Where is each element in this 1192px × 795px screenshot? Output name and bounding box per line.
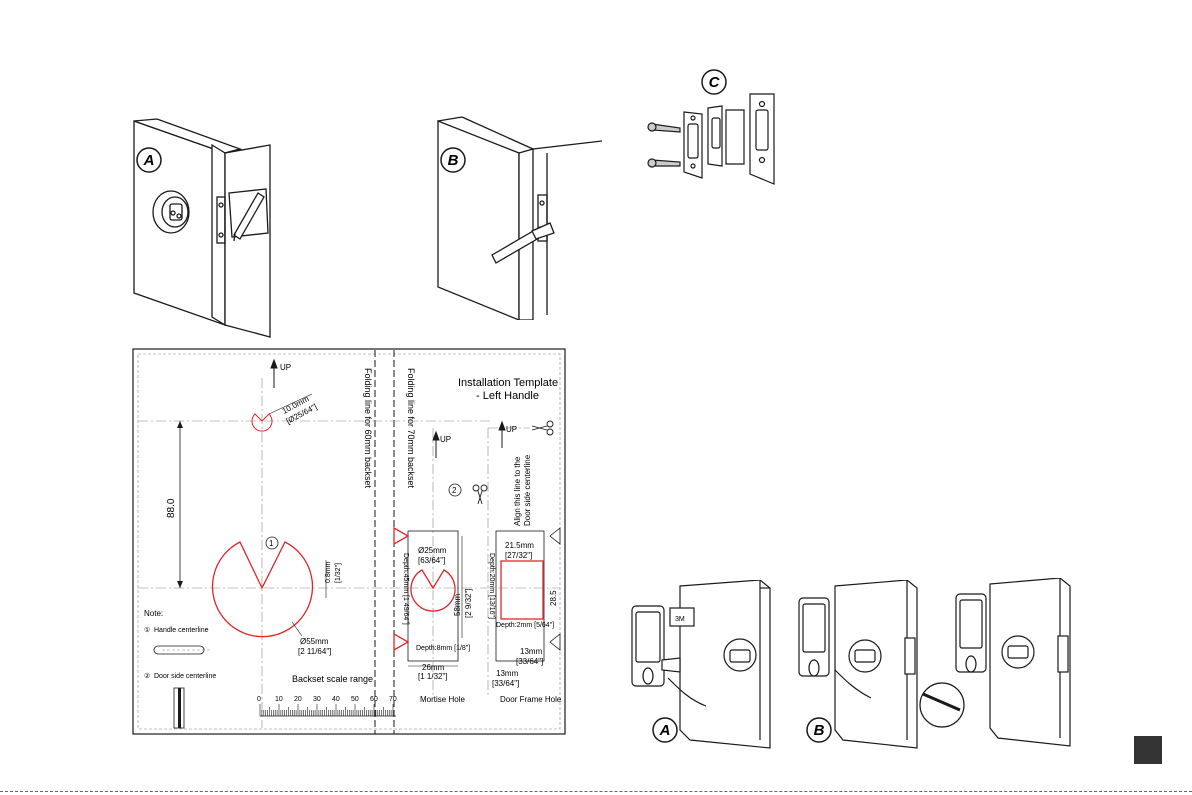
note-2-text: Door side centerline bbox=[154, 673, 216, 680]
align-label-2: Door side centerline bbox=[523, 454, 532, 526]
figure-a-door-template bbox=[133, 118, 271, 338]
scissors-icon-2 bbox=[472, 484, 488, 505]
dim-26mm: 26mm bbox=[422, 663, 445, 672]
dim-13mm-b: 13mm bbox=[496, 669, 519, 678]
mortise-label: Mortise Hole bbox=[420, 695, 465, 704]
figure-lock-install-c bbox=[955, 578, 1071, 747]
note-1-text: Handle centerline bbox=[154, 627, 209, 634]
depth-side-left: Depth:45mm [1 49/64"] bbox=[402, 553, 409, 625]
fold-60-label: Folding line for 60mm backset bbox=[363, 368, 373, 489]
page-number-box bbox=[1134, 736, 1162, 764]
dim-13mm-a-in: [33/64"] bbox=[516, 657, 543, 666]
template-title-line2: - Left Handle bbox=[476, 390, 539, 402]
dim-13mm-a: 13mm bbox=[520, 647, 543, 656]
dim-215: 21.5mm bbox=[505, 541, 534, 550]
dim-25mm-in: [63/64"] bbox=[418, 556, 445, 565]
scale-tick-labels: 0 10 20 30 40 50 60 70 bbox=[257, 696, 397, 703]
dim-13mm-b-in: [33/64"] bbox=[492, 679, 519, 688]
badge-a-label: A bbox=[143, 152, 155, 169]
badge-b-label: B bbox=[448, 152, 459, 169]
up-label-3: UP bbox=[506, 425, 517, 434]
bottom-dashed-rule bbox=[0, 791, 1192, 792]
door-frame-label: Door Frame Hole bbox=[500, 695, 562, 704]
depth-side-right: Depth:20mm [13/16"] bbox=[488, 553, 495, 619]
scale-ruler bbox=[259, 704, 394, 716]
badge-a-bottom: A bbox=[652, 717, 678, 743]
marker-2: 2 bbox=[452, 486, 457, 495]
note-1-num: ① bbox=[144, 626, 150, 634]
dim-08mm-in: [1/32"] bbox=[335, 563, 342, 583]
dim-215-in: [27/32"] bbox=[505, 551, 532, 560]
scale-label: Backset scale range bbox=[292, 674, 373, 684]
align-label-1: Align this line to the bbox=[513, 456, 522, 526]
figure-lock-install-b bbox=[798, 580, 965, 749]
dim-55mm-in: [2 11/64"] bbox=[298, 647, 331, 656]
badge-a: A bbox=[136, 147, 162, 173]
scale-tick-40: 40 bbox=[332, 696, 340, 703]
dim-55mm: Ø55mm bbox=[300, 637, 329, 646]
scale-tick-50: 50 bbox=[351, 696, 359, 703]
scissors-icon bbox=[531, 420, 554, 436]
badge-c-label: C bbox=[709, 74, 721, 91]
badge-b: B bbox=[440, 147, 466, 173]
badge-b-bottom: B bbox=[806, 717, 832, 743]
figure-lock-install-a: 3M bbox=[631, 580, 771, 749]
badge-c: C bbox=[701, 69, 727, 95]
fold-70-label: Folding line for 70mm backset bbox=[406, 368, 416, 489]
scale-tick-60: 60 bbox=[370, 696, 378, 703]
dim-08mm: 0.8mm bbox=[325, 561, 332, 583]
up-label-2: UP bbox=[440, 435, 451, 444]
scale-tick-20: 20 bbox=[294, 696, 302, 703]
scale-tick-70: 70 bbox=[389, 696, 397, 703]
scale-tick-0: 0 bbox=[257, 696, 261, 703]
dim-285: 28.5 bbox=[549, 590, 558, 606]
marker-1: 1 bbox=[269, 539, 274, 548]
note-2-num: ② bbox=[144, 672, 150, 680]
dim-25mm: Ø25mm bbox=[418, 546, 447, 555]
figure-c-strike-plate bbox=[647, 93, 775, 185]
label-3m: 3M bbox=[675, 616, 685, 623]
depth-8mm: Depth:8mm [1/8"] bbox=[416, 645, 470, 652]
badge-b-bottom-label: B bbox=[814, 722, 825, 739]
note-title: Note: bbox=[144, 609, 163, 618]
depth-2mm: Depth:2mm [5/64"] bbox=[496, 622, 554, 629]
dim-26mm-in: [1 1/32"] bbox=[418, 672, 448, 681]
dim-88: 88.0 bbox=[166, 498, 177, 518]
template-title-line1: Installation Template bbox=[458, 377, 558, 389]
scale-tick-30: 30 bbox=[313, 696, 321, 703]
dim-58mm: 58mm bbox=[453, 593, 462, 616]
up-label-1: UP bbox=[280, 363, 291, 372]
scale-tick-10: 10 bbox=[275, 696, 283, 703]
dim-58mm-in: [2 9/32"] bbox=[464, 588, 473, 618]
installation-template: Folding line for 60mm backset Folding li… bbox=[132, 348, 566, 735]
badge-a-bottom-label: A bbox=[659, 722, 671, 739]
